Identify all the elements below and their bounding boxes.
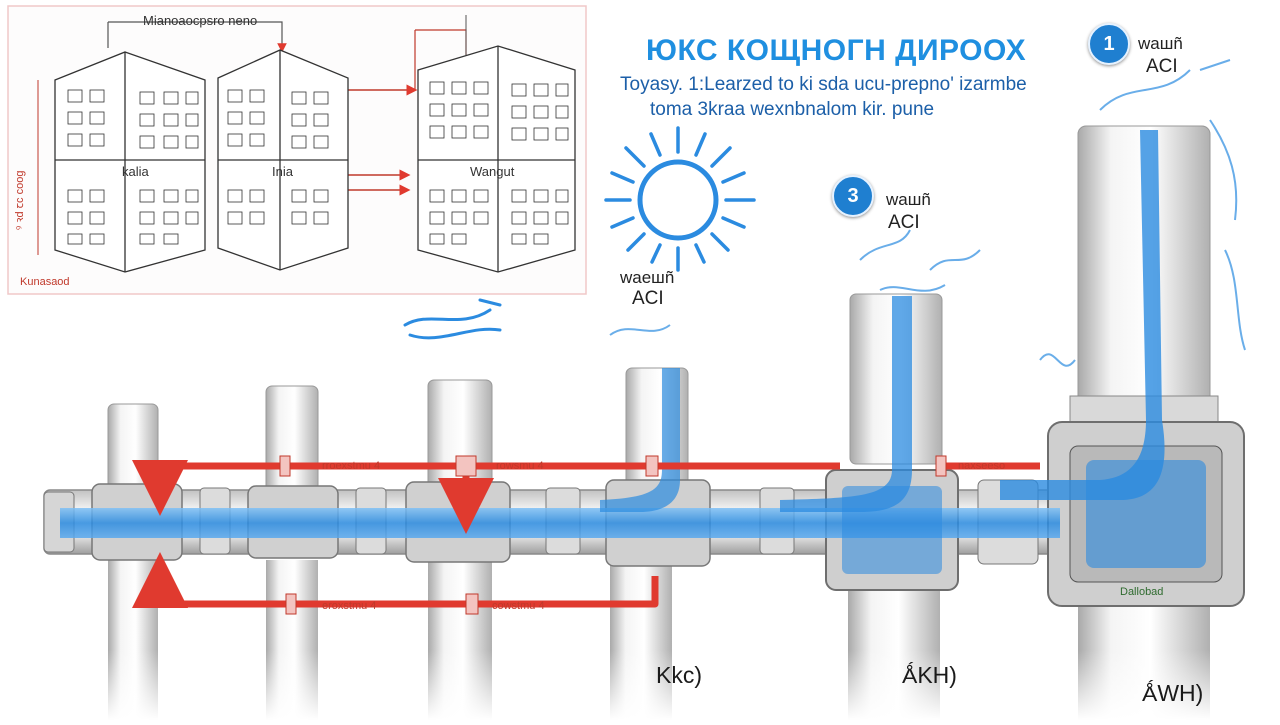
main-pipe [0,59,1280,720]
inset-top-label: Mianoaocpsro neno [143,13,258,28]
inset-panel [7,5,587,295]
water-spray [609,59,1246,367]
pipe-label-lower-1: eroxstmu 4 [322,600,377,612]
building-2 [217,49,349,271]
building-1 [54,51,206,273]
flow-arrows [132,460,1040,608]
bottom-label-1: Kkc) [656,662,702,688]
block-label: Dallobad [1120,586,1164,598]
step-3-badge: 3 [832,175,874,217]
bottom-label-3: ǺWH) [1142,680,1204,706]
splash-icon [403,298,502,340]
sun-label-line2: ACI [632,288,664,309]
pipe-label-lower-2: cowstmu 4 [492,600,545,612]
sun-label-line1: waeшñ [620,268,675,287]
step-1-label-line2: ACI [1146,56,1178,77]
diagram-title: ЮКС КОЩНОГН ДИРООХ [646,34,1027,67]
building-3 [417,45,576,273]
subtitle-line-2: toma 3kraa wexnbnalom kir. pune [650,99,935,120]
step-3-label-line1: waшñ [886,190,931,209]
pipe-label-upper-2: rowsmu 4 [496,460,544,472]
step-1-label-line1: waшñ [1138,34,1183,53]
inset-bottom-left-label: Kunasaod [20,276,70,288]
pipe-label-upper-3: naxseeso [958,460,1006,472]
building-1-label: kalia [122,164,149,179]
building-3-label: Wangut [470,164,515,179]
pipe-label-upper-1: rroexstmu 4 [322,460,381,472]
bottom-label-2: ǺKH) [902,662,957,688]
sun-icon [604,126,756,272]
building-2-label: Inia [272,164,293,179]
step-1-badge: 1 [1088,23,1130,65]
inset-side-label: ꝰ ꝛd ꞇc coog [14,170,26,230]
subtitle-line-1: Toyasy. 1:Learzed to ki sda ucu-prepno' … [620,74,1027,95]
step-3-label-line2: ACI [888,212,920,233]
